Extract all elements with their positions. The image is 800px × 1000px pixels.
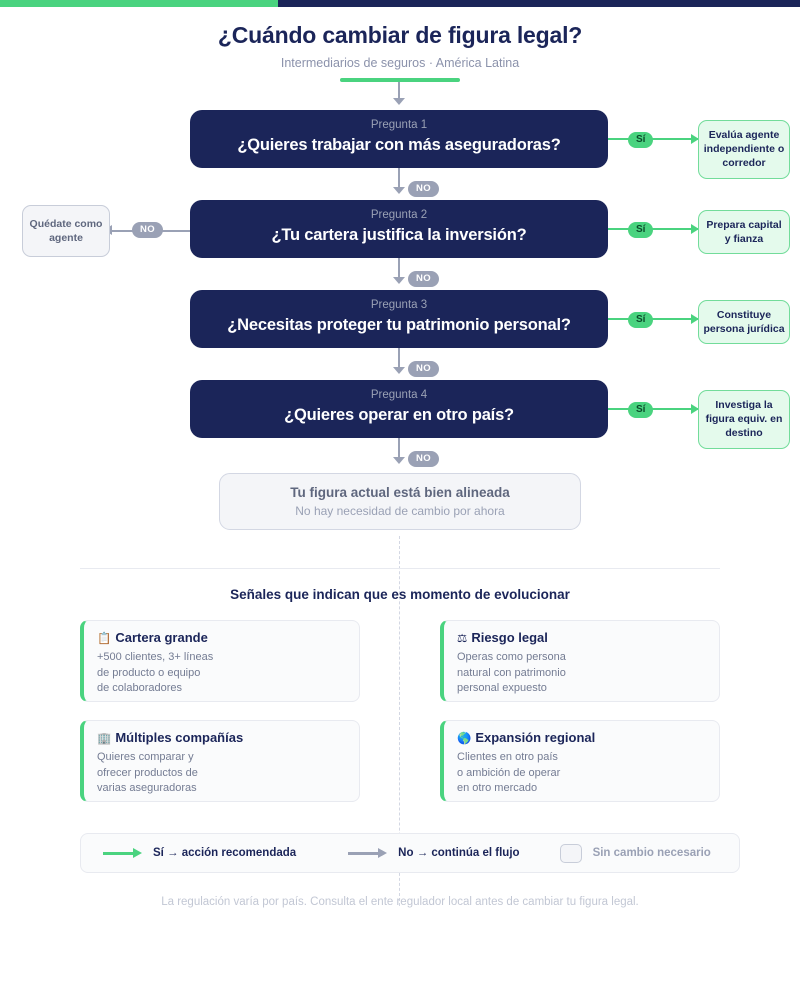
signal-card-body: Quieres comparar y ofrecer productos de … <box>97 751 198 795</box>
final-outcome-box[interactable]: Tu figura actual está bien alineada No h… <box>219 473 581 530</box>
no-badge-1: NO <box>408 181 440 197</box>
legend-label-no: No → continúa el flujo <box>398 847 520 859</box>
signal-card-title: ⚖Riesgo legal <box>457 630 707 645</box>
question-label-4: Pregunta 4 <box>370 389 428 401</box>
question-label-1: Pregunta 1 <box>370 119 428 131</box>
result-box-2[interactable]: Prepara capital y fianza <box>698 210 790 255</box>
neutral-box-icon <box>559 843 582 863</box>
signal-card-riesgo-legal[interactable]: ⚖Riesgo legal Operas como persona natura… <box>440 620 720 702</box>
final-outcome-title: Tu figura actual está bien alineada <box>290 485 510 500</box>
connector-3-4 <box>398 348 400 370</box>
question-label-3: Pregunta 3 <box>370 299 428 311</box>
no-badge-2: NO <box>132 222 164 238</box>
question-box-3[interactable]: Pregunta 3 ¿Necesitas proteger tu patrim… <box>190 290 608 348</box>
no-badge-4: NO <box>408 451 440 467</box>
yes-badge-1: Sí <box>628 132 654 148</box>
signal-card-body: +500 clientes, 3+ líneas de producto o e… <box>97 651 214 695</box>
signal-card-title-text: Múltiples compañías <box>115 730 244 745</box>
connector-4-final <box>398 438 400 460</box>
question-box-1[interactable]: Pregunta 1 ¿Quieres trabajar con más ase… <box>190 110 608 168</box>
page-title: ¿Cuándo cambiar de figura legal? <box>217 22 583 48</box>
arrowhead-1-2 <box>393 187 405 194</box>
legend-item-no: No → continúa el flujo <box>348 847 520 859</box>
connector-2-3 <box>398 258 400 280</box>
result-box-4[interactable]: Investiga la figura equiv. en destino <box>698 390 790 449</box>
header: ¿Cuándo cambiar de figura legal? Interme… <box>0 22 800 82</box>
yes-arrowhead-3 <box>691 314 699 324</box>
signal-card-title: 🌎Expansión regional <box>457 730 707 745</box>
question-box-2[interactable]: Pregunta 2 ¿Tu cartera justifica la inve… <box>190 200 608 258</box>
legend-item-yes: Sí → acción recomendada <box>103 847 296 859</box>
no-badge-3: NO <box>408 361 440 377</box>
signal-card-body: Clientes en otro país o ambición de oper… <box>457 751 561 795</box>
title-underline <box>340 78 460 82</box>
yes-badge-4: Sí <box>628 402 654 418</box>
question-text-3: ¿Necesitas proteger tu patrimonio person… <box>227 315 571 334</box>
result-box-3[interactable]: Constituye persona jurídica <box>698 300 790 345</box>
clipboard-icon: 📋 <box>97 633 112 645</box>
connector-intro <box>398 82 400 100</box>
arrowhead-4-final <box>393 457 405 464</box>
scales-icon: ⚖ <box>457 633 468 645</box>
signal-card-title-text: Expansión regional <box>475 730 596 745</box>
no-badge-2b: NO <box>408 271 440 287</box>
result-box-1[interactable]: Evalúa agente independiente o corredor <box>698 120 790 179</box>
signal-card-title: 🏢Múltiples compañías <box>97 730 347 745</box>
legend-bar: Sí → acción recomendada No → continúa el… <box>80 833 740 873</box>
center-dashed-spine <box>399 536 400 906</box>
yes-arrowhead-2 <box>691 224 699 234</box>
signal-card-title: 📋Cartera grande <box>97 630 347 645</box>
signal-card-cartera-grande[interactable]: 📋Cartera grande +500 clientes, 3+ líneas… <box>80 620 360 702</box>
legend-label-yes: Sí → acción recomendada <box>153 847 297 859</box>
yes-arrowhead-4 <box>691 404 699 414</box>
connector-1-2 <box>398 168 400 190</box>
final-outcome-subtitle: No hay necesidad de cambio por ahora <box>295 504 505 518</box>
page-subtitle: Intermediarios de seguros · América Lati… <box>280 56 520 70</box>
decision-flow: Pregunta 1 ¿Quieres trabajar con más ase… <box>22 82 790 530</box>
legend-label-nochange: Sin cambio necesario <box>592 847 711 859</box>
signals-section-title: Señales que indican que es momento de ev… <box>230 587 570 602</box>
question-text-2: ¿Tu cartera justifica la inversión? <box>271 225 527 244</box>
signal-card-title-text: Cartera grande <box>115 630 208 645</box>
signal-card-expansion-regional[interactable]: 🌎Expansión regional Clientes en otro paí… <box>440 720 720 802</box>
question-label-2: Pregunta 2 <box>370 209 428 221</box>
signal-card-multiples-companias[interactable]: 🏢Múltiples compañías Quieres comparar y … <box>80 720 360 802</box>
arrowhead-2-3 <box>393 277 405 284</box>
grey-arrow-icon <box>348 848 388 858</box>
legend-item-nochange: Sin cambio necesario <box>559 843 711 863</box>
arrowhead-3-4 <box>393 367 405 374</box>
yes-badge-2: Sí <box>628 222 654 238</box>
top-accent-bar <box>0 0 800 7</box>
globe-icon: 🌎 <box>457 733 472 745</box>
yes-arrowhead-1 <box>691 134 699 144</box>
stay-as-agent-box[interactable]: Quédate como agente <box>22 205 110 257</box>
question-box-4[interactable]: Pregunta 4 ¿Quieres operar en otro país? <box>190 380 608 438</box>
green-arrow-icon <box>103 848 143 858</box>
arrowhead-intro <box>393 98 405 105</box>
building-icon: 🏢 <box>97 733 112 745</box>
signal-card-body: Operas como persona natural con patrimon… <box>457 651 566 695</box>
yes-badge-3: Sí <box>628 312 654 328</box>
footer-note: La regulación varía por país. Consulta e… <box>161 896 639 908</box>
top-accent-fill <box>0 0 278 7</box>
question-text-4: ¿Quieres operar en otro país? <box>284 405 514 424</box>
section-divider <box>80 568 720 569</box>
signal-card-title-text: Riesgo legal <box>471 630 548 645</box>
question-text-1: ¿Quieres trabajar con más aseguradoras? <box>237 135 561 154</box>
